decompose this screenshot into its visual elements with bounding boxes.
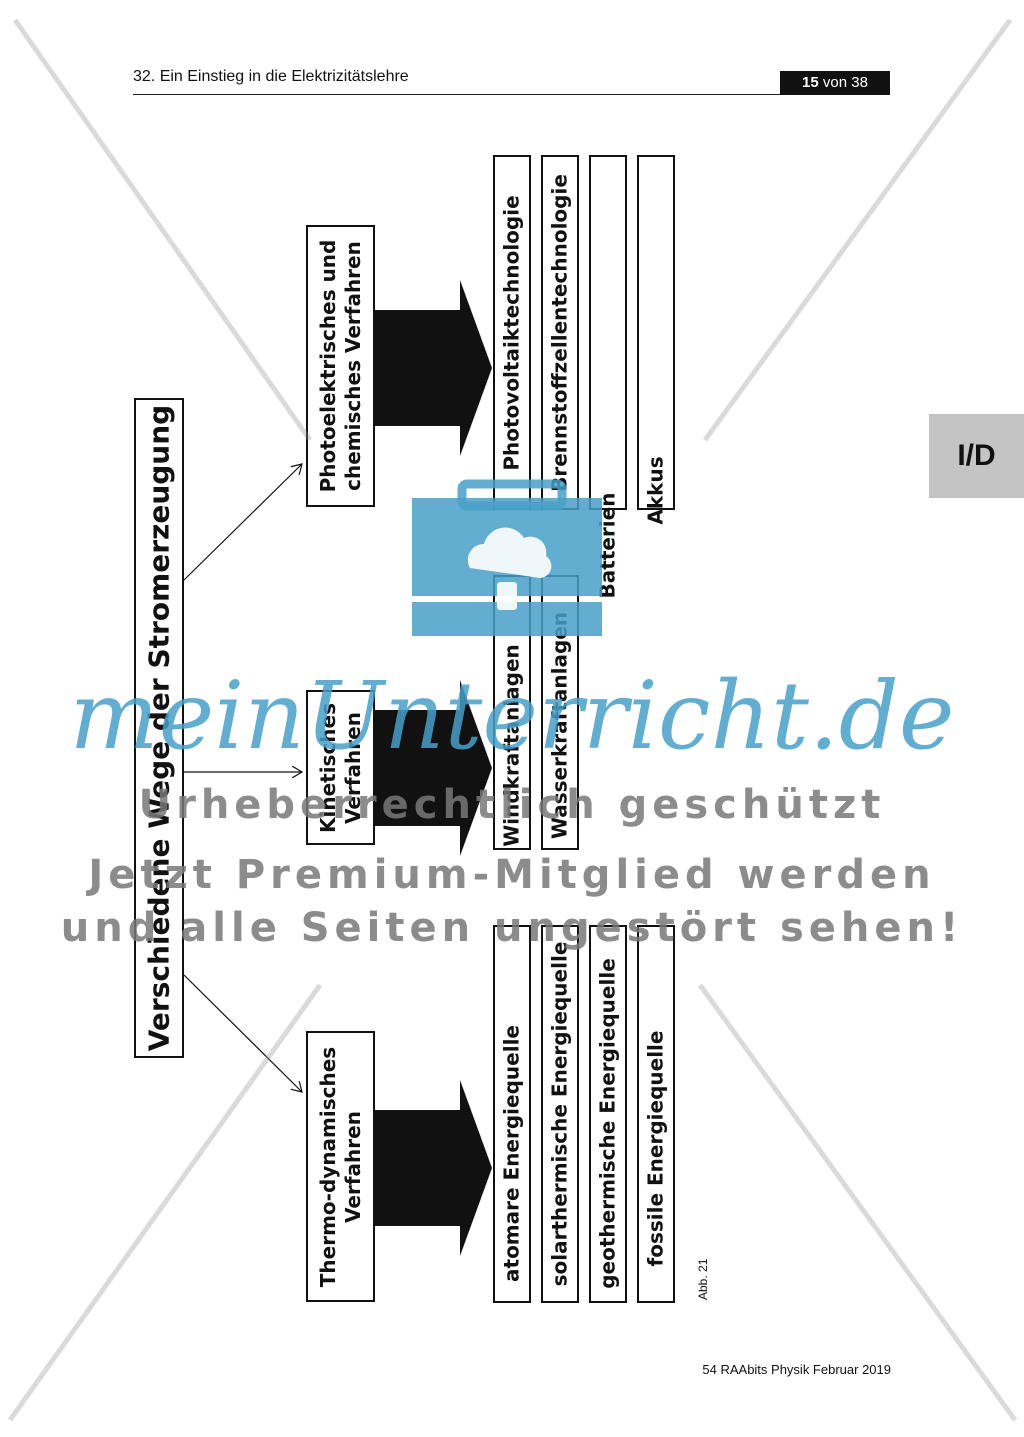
item-box: Batterien — [589, 155, 627, 598]
page-total: von 38 — [822, 74, 868, 91]
connector-line-thermo — [183, 974, 302, 1092]
watermark-line-2: Jetzt Premium-Mitglied werden — [88, 852, 936, 898]
footer-text: 54 RAAbits Physik Februar 2019 — [702, 1362, 891, 1377]
briefcase-cloud-icon — [412, 479, 602, 636]
method-box-kinetic: Kinetisches Verfahren — [306, 690, 375, 845]
connector-line-photo — [183, 464, 302, 581]
block-arrow-photo — [375, 280, 492, 456]
diagram-title-box: Verschiedene Wege der Stromerzeugung — [134, 398, 184, 1058]
header-rule — [133, 94, 890, 95]
side-tab: I/D — [929, 414, 1024, 498]
method-box-photo: Photoelektrisches und chemisches Verfahr… — [306, 225, 375, 507]
watermark-diagonal — [702, 18, 1013, 442]
method-box-thermo: Thermo-dynamisches Verfahren — [306, 1031, 375, 1302]
item-box: Brennstoffzellentechnologie — [541, 155, 579, 510]
item-box: Akkus — [637, 155, 675, 525]
item-box: atomare Energiequelle — [493, 925, 531, 1303]
item-box: geothermische Energiequelle — [589, 925, 627, 1303]
item-box: Photovoltaiktechnologie — [493, 155, 531, 510]
page-current: 15 — [802, 74, 819, 91]
block-arrow-kinetic — [375, 680, 492, 856]
watermark-line-1: Urheberrechtlich geschützt — [138, 782, 886, 828]
page-badge: 15 von 38 — [780, 71, 890, 95]
watermark-diagonal — [12, 18, 313, 442]
header-title: 32. Ein Einstieg in die Elektrizitätsleh… — [133, 68, 409, 85]
watermark-line-3: und alle Seiten ungestört sehen! — [60, 905, 964, 951]
block-arrow-thermo — [375, 1080, 492, 1256]
watermark-brand: meinUnterricht.de — [69, 662, 955, 771]
watermark-diagonal — [697, 983, 1018, 1422]
item-box: fossile Energiequelle — [637, 925, 675, 1303]
watermark-diagonal — [7, 983, 323, 1422]
item-box: solarthermische Energiequelle — [541, 925, 579, 1303]
